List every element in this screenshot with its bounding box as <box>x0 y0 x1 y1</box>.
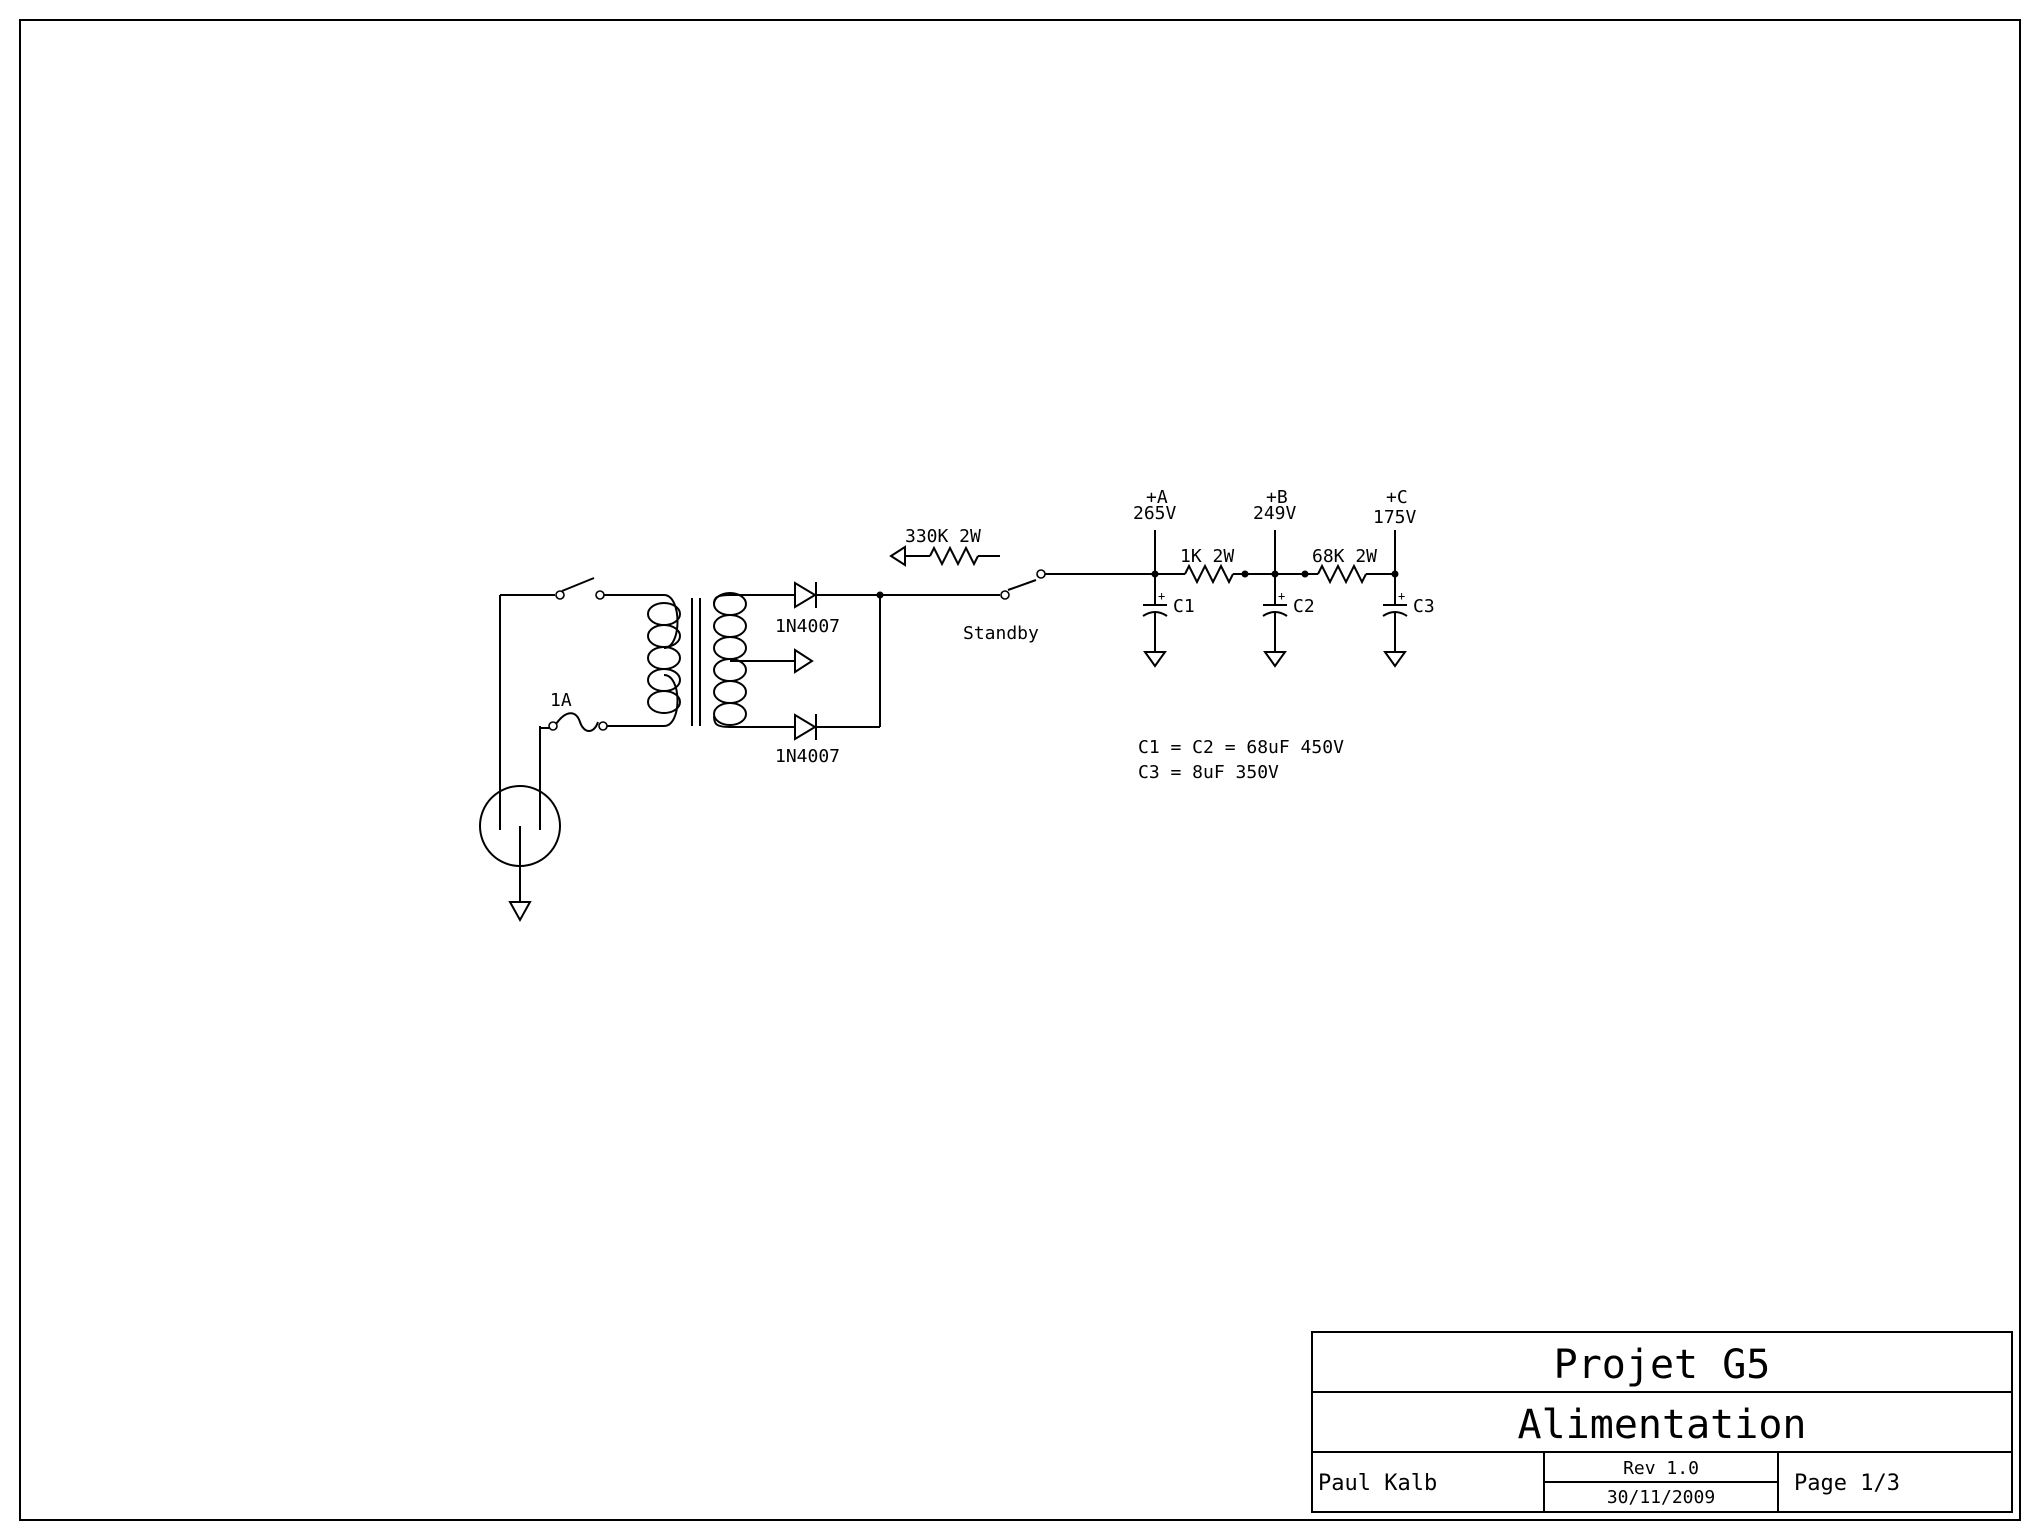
c1-plus: + <box>1158 589 1165 603</box>
rail-c-name: +C <box>1386 487 1408 508</box>
schematic-labels: 1A 1N4007 1N4007 330K 2W Standby +A 265V… <box>550 487 1435 783</box>
standby-switch-contact <box>1000 590 1010 600</box>
standby-section <box>880 545 1155 600</box>
c1-label: C1 <box>1173 596 1195 617</box>
c3-plus: + <box>1398 589 1405 603</box>
center-tap-ground <box>794 648 814 674</box>
resistor-1k <box>1184 563 1234 585</box>
mains-input <box>479 577 679 923</box>
rectifier <box>730 581 884 741</box>
diode-bottom-label: 1N4007 <box>775 746 840 767</box>
rail-a-name: +A <box>1146 487 1168 508</box>
primary-winding <box>647 602 681 714</box>
title-block: Projet G5 Alimentation Paul Kalb Rev 1.0… <box>1311 1331 2013 1513</box>
bleeder-resistor <box>929 545 979 567</box>
standby-label: Standby <box>963 623 1039 644</box>
rail-b-name: +B <box>1266 487 1288 508</box>
rail-b-voltage: 249V <box>1253 503 1297 524</box>
c2-label: C2 <box>1293 596 1315 617</box>
r1-label: 1K 2W <box>1180 546 1234 567</box>
diode-top-label: 1N4007 <box>775 616 840 637</box>
author: Paul Kalb <box>1318 1471 1437 1496</box>
rail-a-voltage: 265V <box>1133 503 1177 524</box>
note-line-2: C3 = 8uF 350V <box>1138 762 1279 783</box>
secondary-winding <box>713 592 747 726</box>
sheet-border <box>19 19 2021 1521</box>
diode-top <box>794 581 817 609</box>
power-transformer <box>647 592 814 728</box>
project-title: Projet G5 <box>1554 1342 1771 1388</box>
revision: Rev 1.0 <box>1623 1458 1699 1479</box>
c3-label: C3 <box>1413 596 1435 617</box>
capacitor-c3 <box>1382 574 1408 668</box>
fuse-contact <box>548 721 558 731</box>
resistor-68k <box>1317 563 1367 585</box>
r2-label: 68K 2W <box>1312 546 1377 567</box>
sheet-title: Alimentation <box>1518 1402 1807 1448</box>
rail-c-voltage: 175V <box>1373 507 1417 528</box>
page-number: Page 1/3 <box>1794 1471 1900 1496</box>
fuse-symbol <box>555 712 599 732</box>
capacitor-c2 <box>1262 574 1288 668</box>
capacitor-c1 <box>1142 574 1168 668</box>
power-switch-blade <box>561 577 595 592</box>
fuse-label: 1A <box>550 690 572 711</box>
filter-network <box>1142 530 1408 668</box>
bleeder-label: 330K 2W <box>905 526 981 547</box>
power-switch-contact <box>555 590 565 600</box>
date: 30/11/2009 <box>1607 1487 1715 1508</box>
ground-symbol <box>508 901 532 923</box>
note-line-1: C1 = C2 = 68uF 450V <box>1138 737 1344 758</box>
c2-plus: + <box>1278 589 1285 603</box>
standby-switch-blade <box>1007 579 1037 591</box>
bleeder-ground <box>889 545 906 567</box>
diode-bottom <box>794 713 817 741</box>
